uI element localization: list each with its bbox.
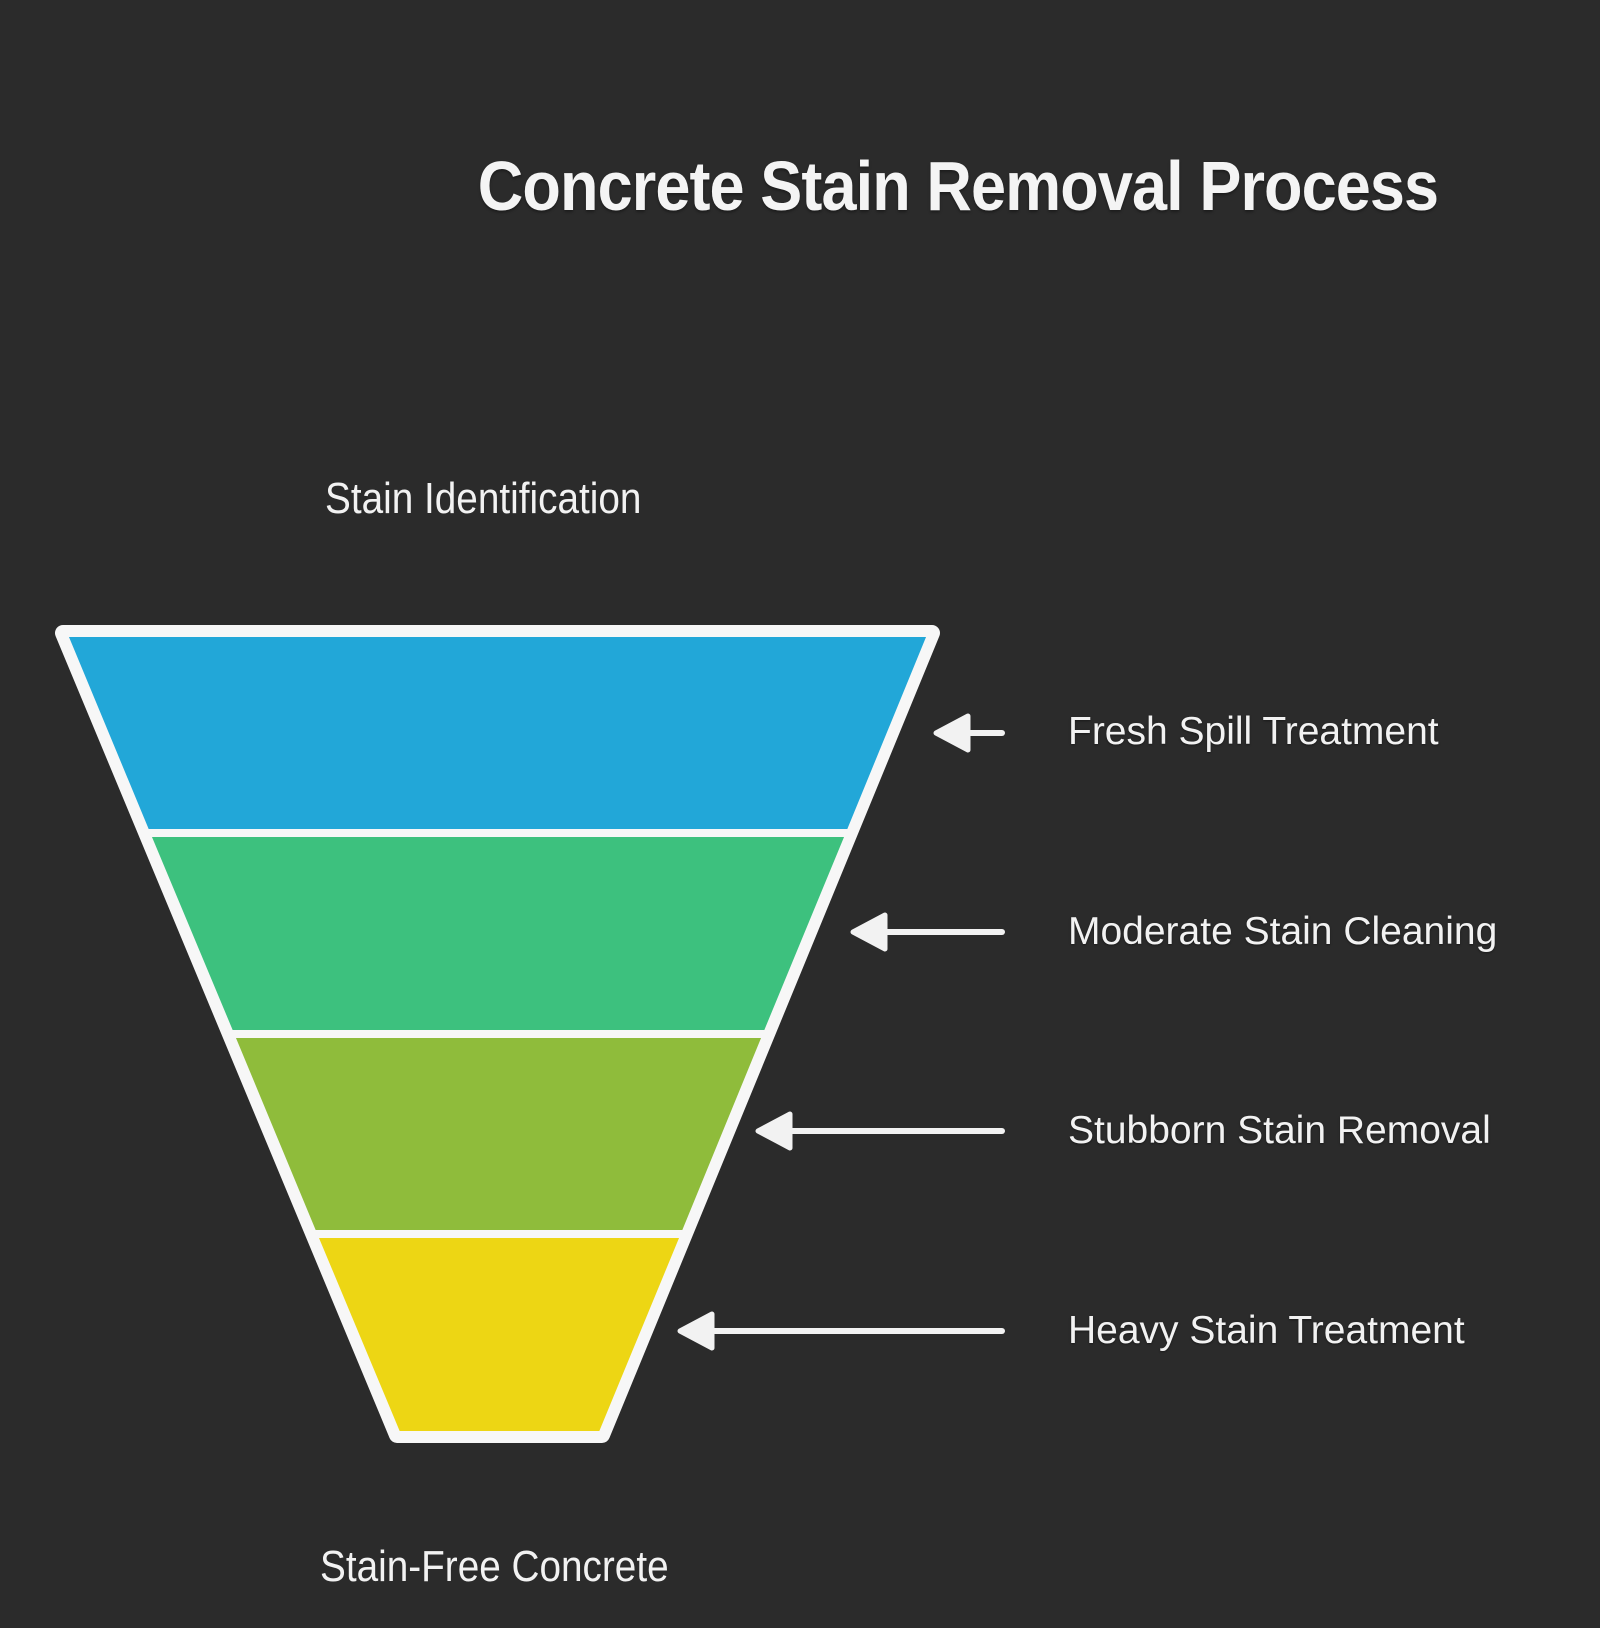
stage-label-heavy-stain-treatment: Heavy Stain Treatment <box>1068 1309 1465 1352</box>
funnel-exit-label: Stain-Free Concrete <box>320 1542 669 1591</box>
arrow-icon-2 <box>850 912 1005 952</box>
funnel-stage-1 <box>59 629 936 837</box>
funnel-stage-2 <box>142 829 854 1038</box>
arrow-head <box>850 912 888 952</box>
arrow-head <box>755 1111 793 1151</box>
arrow-head <box>933 713 971 753</box>
stage-label-fresh-spill-treatment: Fresh Spill Treatment <box>1068 710 1439 753</box>
arrow-head <box>677 1311 715 1351</box>
stage-label-stubborn-stain-removal: Stubborn Stain Removal <box>1068 1109 1491 1152</box>
funnel-entry-label: Stain Identification <box>325 474 642 523</box>
funnel-stage-3 <box>226 1030 771 1238</box>
funnel-stage-4 <box>309 1230 689 1439</box>
arrow-icon-4 <box>677 1311 1005 1351</box>
arrow-icon-3 <box>755 1111 1005 1151</box>
stage-label-moderate-stain-cleaning: Moderate Stain Cleaning <box>1068 910 1498 953</box>
page-title: Concrete Stain Removal Process <box>477 147 1439 225</box>
arrow-icon-1 <box>933 713 1005 753</box>
